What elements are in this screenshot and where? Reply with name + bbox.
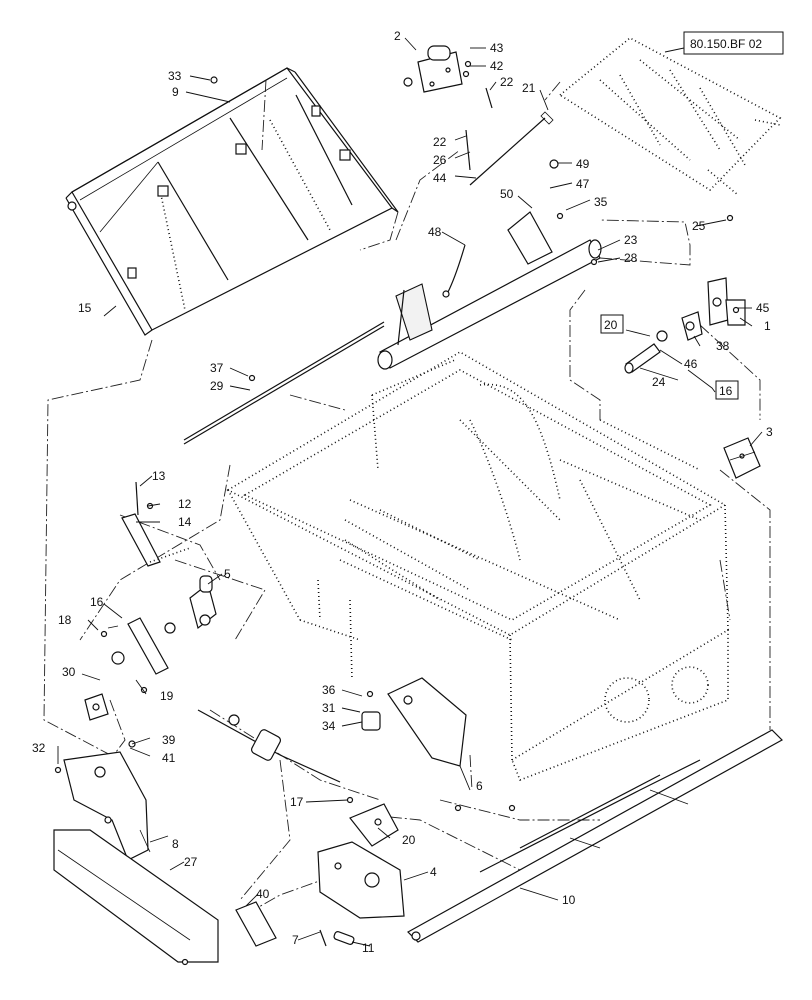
callout-22b: 22 — [433, 135, 447, 149]
svg-text:16: 16 — [719, 384, 733, 398]
callout-49: 49 — [576, 157, 590, 171]
callout-45: 45 — [756, 301, 770, 315]
reference-assembly-phantom — [558, 37, 782, 196]
part-2-bracket — [403, 45, 463, 93]
callout-41: 41 — [162, 751, 176, 765]
callout-40: 40 — [256, 887, 270, 901]
part-20-bracket — [349, 803, 399, 847]
callout-27: 27 — [184, 855, 198, 869]
callout-10: 10 — [562, 893, 576, 907]
part-11-pin — [319, 929, 355, 947]
callout-22a: 22 — [500, 75, 514, 89]
part-4-bearing-bracket — [317, 841, 405, 919]
leader-lines — [57, 37, 763, 947]
callout-30: 30 — [62, 665, 76, 679]
callout-36: 36 — [322, 683, 336, 697]
callout-4: 4 — [430, 865, 437, 879]
part-10-channel-bar — [407, 729, 783, 943]
callout-47: 47 — [576, 177, 590, 191]
callout-8: 8 — [172, 837, 179, 851]
callout-2: 2 — [394, 29, 401, 43]
callout-3: 3 — [766, 425, 773, 439]
callout-20: 20 — [402, 833, 416, 847]
callout-15: 15 — [78, 301, 92, 315]
svg-text:20: 20 — [604, 318, 618, 332]
reference-box-label: 80.150.BF 02 — [690, 37, 762, 51]
part-9-cover-panel — [65, 67, 399, 336]
callout-42: 42 — [490, 59, 504, 73]
callout-26: 26 — [433, 153, 447, 167]
main-hopper-frame — [226, 351, 729, 782]
callout-24: 24 — [652, 375, 666, 389]
callout-37: 37 — [210, 361, 224, 375]
callout-7: 7 — [292, 933, 299, 947]
callout-labels: 2 43 42 22 21 33 9 22 26 44 49 47 50 35 … — [32, 29, 773, 955]
part-drive-shaft — [197, 709, 341, 783]
callout-6: 6 — [476, 779, 483, 793]
callout-44: 44 — [433, 171, 447, 185]
callout-17: 17 — [290, 795, 304, 809]
callout-31: 31 — [322, 701, 336, 715]
part-38-washer-plate — [681, 311, 703, 341]
callout-34: 34 — [322, 719, 336, 733]
part-3-plate — [723, 437, 761, 479]
callout-18: 18 — [58, 613, 72, 627]
part-5-bracket — [189, 575, 217, 630]
callout-33: 33 — [168, 69, 182, 83]
callout-9: 9 — [172, 85, 179, 99]
callout-48: 48 — [428, 225, 442, 239]
callout-29: 29 — [210, 379, 224, 393]
part-44-rod — [465, 87, 554, 186]
callout-43: 43 — [490, 41, 504, 55]
callout-28: 28 — [624, 251, 638, 265]
callout-46: 46 — [684, 357, 698, 371]
phantom-connector-lines — [43, 79, 771, 913]
callout-11: 11 — [362, 941, 375, 955]
part-8-mount-plate — [63, 751, 151, 861]
part-40-plate — [235, 901, 277, 947]
callout-50: 50 — [500, 187, 514, 201]
part-24-pin — [624, 330, 668, 374]
callout-23: 23 — [624, 233, 638, 247]
callout-39: 39 — [162, 733, 176, 747]
callout-1: 1 — [764, 319, 771, 333]
callout-14: 14 — [178, 515, 192, 529]
callout-12: 12 — [178, 497, 192, 511]
callout-35: 35 — [594, 195, 608, 209]
callout-38: 38 — [716, 339, 730, 353]
part-27-long-plate — [53, 829, 219, 963]
callout-13: 13 — [152, 469, 166, 483]
part-48-cable — [442, 244, 466, 298]
part-1-bracket — [707, 277, 746, 326]
part-6-side-plate — [361, 677, 467, 767]
callout-21: 21 — [522, 81, 536, 95]
part-30-bracket — [84, 693, 136, 748]
callout-16: 16 — [90, 595, 104, 609]
fasteners — [54, 60, 740, 966]
part-16-lever — [107, 617, 176, 675]
part-29-rod — [183, 321, 385, 445]
part-23-pivot-tube — [377, 211, 602, 370]
callout-25: 25 — [692, 219, 706, 233]
boxed-callout-16: 16 — [715, 380, 739, 400]
part-14-arm — [121, 481, 191, 567]
boxed-callout-20: 20 — [600, 314, 624, 334]
reference-box[interactable]: 80.150.BF 02 — [664, 31, 784, 55]
callout-32: 32 — [32, 741, 46, 755]
callout-19: 19 — [160, 689, 174, 703]
callout-5: 5 — [224, 567, 231, 581]
